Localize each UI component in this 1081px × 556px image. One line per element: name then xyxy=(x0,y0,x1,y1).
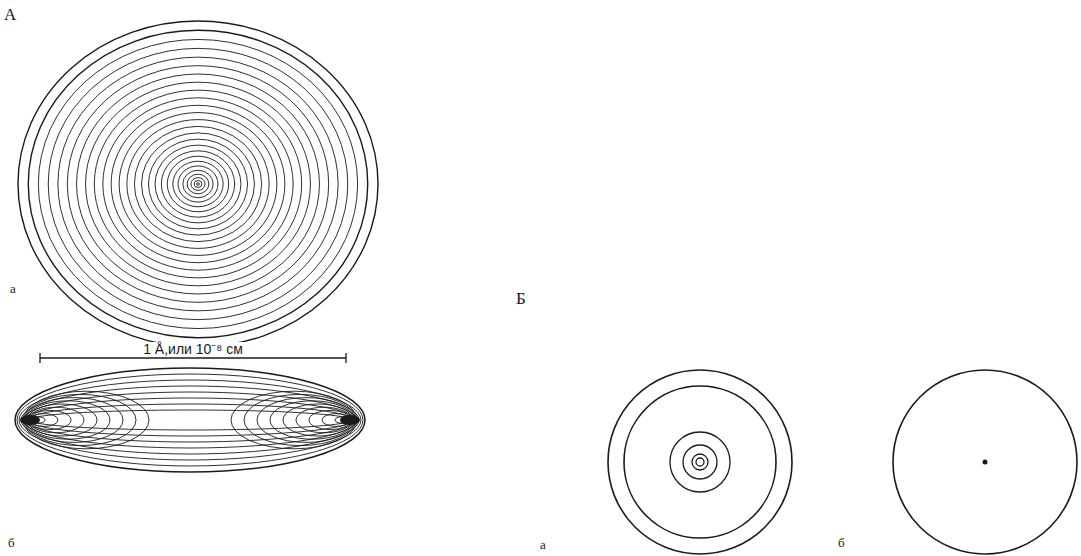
density-ring xyxy=(111,105,285,262)
atom-outline xyxy=(893,370,1077,554)
density-ring xyxy=(18,21,378,347)
density-ring xyxy=(197,183,200,185)
density-ring xyxy=(191,178,205,191)
density-ring xyxy=(103,98,293,270)
panel-letter: А xyxy=(4,6,16,23)
focus-contour xyxy=(231,391,357,449)
density-ring xyxy=(67,66,328,303)
focus-contour xyxy=(23,391,149,449)
nucleus-dot xyxy=(983,460,988,465)
density-ring xyxy=(167,156,228,212)
focus-contour xyxy=(244,394,356,445)
density-ring xyxy=(178,166,218,202)
density-ring xyxy=(38,39,357,328)
density-contour xyxy=(29,410,351,430)
electron-density-rings xyxy=(18,21,378,347)
density-ring xyxy=(194,181,202,188)
density-peak xyxy=(20,415,40,425)
density-contour xyxy=(27,404,353,436)
subpanel-letter: а xyxy=(540,538,546,551)
density-ring xyxy=(127,120,269,249)
density-contour xyxy=(25,398,355,442)
density-ring xyxy=(142,133,255,235)
focus-contour xyxy=(24,394,136,445)
density-ring xyxy=(148,139,247,229)
density-contour xyxy=(21,386,359,454)
nucleus-circle xyxy=(893,370,1077,554)
density-ring xyxy=(187,174,209,194)
orbit-ring xyxy=(692,454,708,470)
orbit-ring xyxy=(608,370,792,554)
orbit-ring xyxy=(683,445,717,479)
orbit-rings xyxy=(608,370,792,554)
density-contour xyxy=(19,380,361,460)
subpanel-letter: б xyxy=(8,536,15,549)
subpanel-letter: а xyxy=(10,282,16,295)
density-ring xyxy=(161,151,234,217)
density-ring xyxy=(134,126,261,241)
density-ring xyxy=(155,145,241,223)
density-contour xyxy=(15,368,365,472)
panel-letter: Б xyxy=(516,290,526,307)
density-ring xyxy=(48,48,348,319)
density-peak xyxy=(340,415,360,425)
orbit-ring xyxy=(696,458,704,466)
density-ring xyxy=(28,30,367,337)
density-contour xyxy=(23,392,357,448)
density-ring xyxy=(173,161,223,207)
density-ring xyxy=(77,74,320,294)
density-ring xyxy=(119,113,277,256)
elongated-density-contours xyxy=(15,368,365,472)
density-ring xyxy=(183,170,213,197)
density-ring xyxy=(58,57,338,311)
scale-label: 1 Å,или 10⁻⁸ см xyxy=(141,342,245,356)
density-ring xyxy=(94,90,301,278)
density-ring xyxy=(86,82,311,286)
orbit-ring xyxy=(624,386,776,538)
subpanel-letter: б xyxy=(838,536,845,549)
density-contour xyxy=(17,374,363,466)
orbit-ring xyxy=(670,432,730,492)
